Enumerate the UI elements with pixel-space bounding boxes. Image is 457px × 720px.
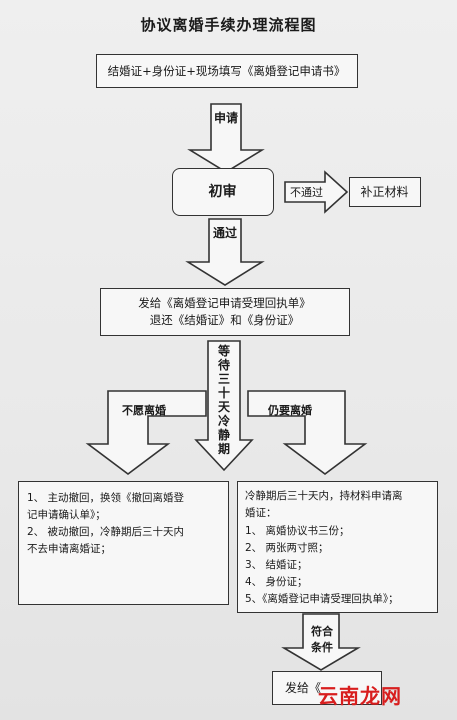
final-issue-box: 发给《 [272, 671, 382, 705]
watermark-logo: 云南龙网 [318, 684, 402, 708]
withdraw-line2: 记申请确认单》； [27, 509, 106, 521]
still-label: 仍要离婚 [268, 404, 312, 417]
step-materials-box: 结婚证+身份证+现场填写《离婚登记申请书》 [96, 54, 358, 88]
receipt-line1: 发给《离婚登记申请受理回执单》 [138, 296, 311, 310]
arrow-still [247, 390, 368, 475]
withdraw-line4: 不去申请离婚证； [27, 543, 111, 555]
page-title: 协议离婚手续办理流程图 [140, 16, 317, 34]
receipt-box: 发给《离婚登记申请受理回执单》 退还《结婚证》和《身份证》 [100, 288, 350, 336]
wait-label: 等待三十天冷静期 [217, 344, 230, 456]
withdraw-line3: 2、 被动撤回，冷静期后三十天内 [27, 526, 185, 538]
meet-label-line2: 条件 [311, 641, 333, 654]
final-issue-text: 发给《 [285, 681, 322, 695]
meet-label-line1: 符合 [311, 625, 333, 638]
arrow-wait [194, 340, 254, 472]
arrow-pass [185, 218, 265, 286]
apply-intro-line2: 婚证： [245, 507, 277, 519]
withdraw-box: 1、 主动撤回，换领《撤回离婚登 记申请确认单》； 2、 被动撤回，冷静期后三十… [18, 481, 229, 605]
withdraw-line1: 1、 主动撤回，换领《撤回离婚登 [27, 492, 185, 504]
apply-intro-line1: 冷静期后三十天内，持材料申请离 [245, 490, 403, 502]
arrow-apply [187, 103, 265, 173]
arrow-fail [284, 170, 349, 214]
apply-item-1: 1、 离婚协议书三份； [245, 525, 350, 537]
review-text: 初审 [208, 184, 237, 200]
review-box: 初审 [172, 168, 274, 216]
apply-item-5: 5、《离婚登记申请受理回执单》； [245, 593, 399, 605]
apply-label: 申请 [213, 111, 238, 125]
arrow-unwilling [85, 390, 207, 475]
apply-item-4: 4、 身份证； [245, 576, 308, 588]
supplement-box: 补正材料 [349, 177, 421, 207]
supplement-text: 补正材料 [360, 185, 409, 199]
receipt-line2: 退还《结婚证》和《身份证》 [149, 313, 300, 327]
pass-label: 通过 [212, 226, 237, 240]
apply-item-3: 3、 结婚证； [245, 559, 308, 571]
unwilling-label: 不愿离婚 [122, 404, 166, 417]
arrow-meet [281, 613, 361, 671]
step-materials-text: 结婚证+身份证+现场填写《离婚登记申请书》 [107, 64, 346, 78]
apply-certificate-box: 冷静期后三十天内，持材料申请离 婚证： 1、 离婚协议书三份； 2、 两张两寸照… [237, 481, 438, 613]
apply-item-2: 2、 两张两寸照； [245, 542, 329, 554]
fail-label: 不通过 [290, 186, 323, 199]
